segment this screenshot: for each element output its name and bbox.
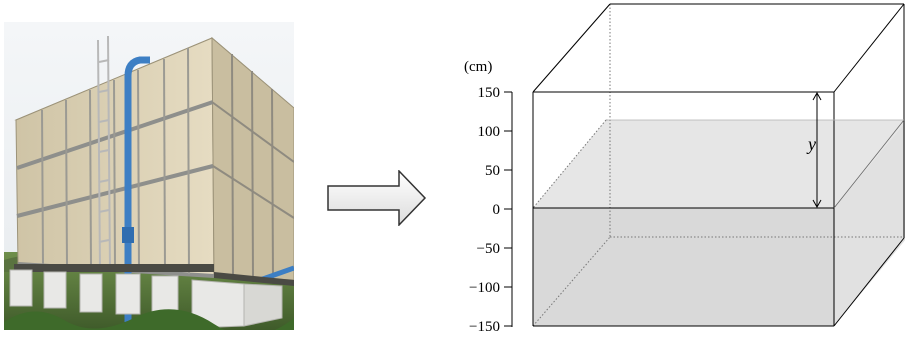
y-dimension-arrow [812,91,822,209]
axis-tick-label: 0 [493,202,501,218]
axis-unit-label: (cm) [464,59,492,75]
axis-tick-label: −100 [469,280,500,296]
axis-tick-label: 150 [478,85,501,101]
axis-tick-label: 50 [485,163,500,179]
axis-tick-label: 100 [478,124,501,140]
axis-ticks: 150 100 50 0 −50 −100 −150 [469,85,512,335]
water-tank-photo [4,22,294,330]
y-variable-label: y [806,134,816,154]
axis-tick-label: −50 [477,241,500,257]
right-arrow-icon [327,170,427,226]
water-surface [533,120,905,208]
tank-water-level-diagram: (cm) 150 100 50 0 −50 −100 −150 y [464,3,905,335]
water-right-face [834,122,905,326]
axis-tick-label: −150 [469,319,500,335]
water-front-face [533,208,834,326]
